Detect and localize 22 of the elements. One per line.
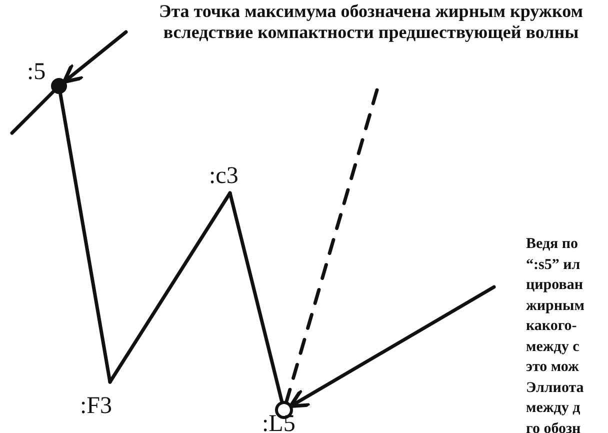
note-text-line: Ведя по bbox=[526, 235, 580, 254]
wave-point-label: :F3 bbox=[80, 394, 112, 418]
arrow bbox=[288, 285, 496, 408]
note-text-line: го обозн bbox=[526, 420, 582, 433]
note-text-line: это мож bbox=[526, 358, 580, 377]
note-text-line: между с bbox=[526, 338, 580, 356]
note-text-line: какого- bbox=[526, 317, 578, 336]
note-text-line: “:s5” ил bbox=[526, 256, 582, 274]
note-text-line: между д bbox=[526, 399, 582, 418]
wave-point-label: :5 bbox=[27, 60, 46, 84]
arrow bbox=[62, 30, 128, 84]
note-text-line: жирным bbox=[526, 296, 584, 316]
wave-point-label: :c3 bbox=[209, 164, 238, 188]
diagram-title: Эта точка максимума обозначена жирным кружком вследствие компактности предшествующей волны bbox=[158, 1, 584, 43]
wave-line bbox=[108, 191, 232, 384]
wave-line bbox=[10, 90, 56, 135]
wave-line bbox=[58, 92, 112, 384]
filled-circle-marker bbox=[51, 78, 67, 94]
wave-line bbox=[228, 191, 284, 404]
note-text-line: цирован bbox=[526, 276, 584, 295]
dashed-line bbox=[284, 88, 379, 404]
note-text-line: Эллиота bbox=[526, 378, 584, 398]
